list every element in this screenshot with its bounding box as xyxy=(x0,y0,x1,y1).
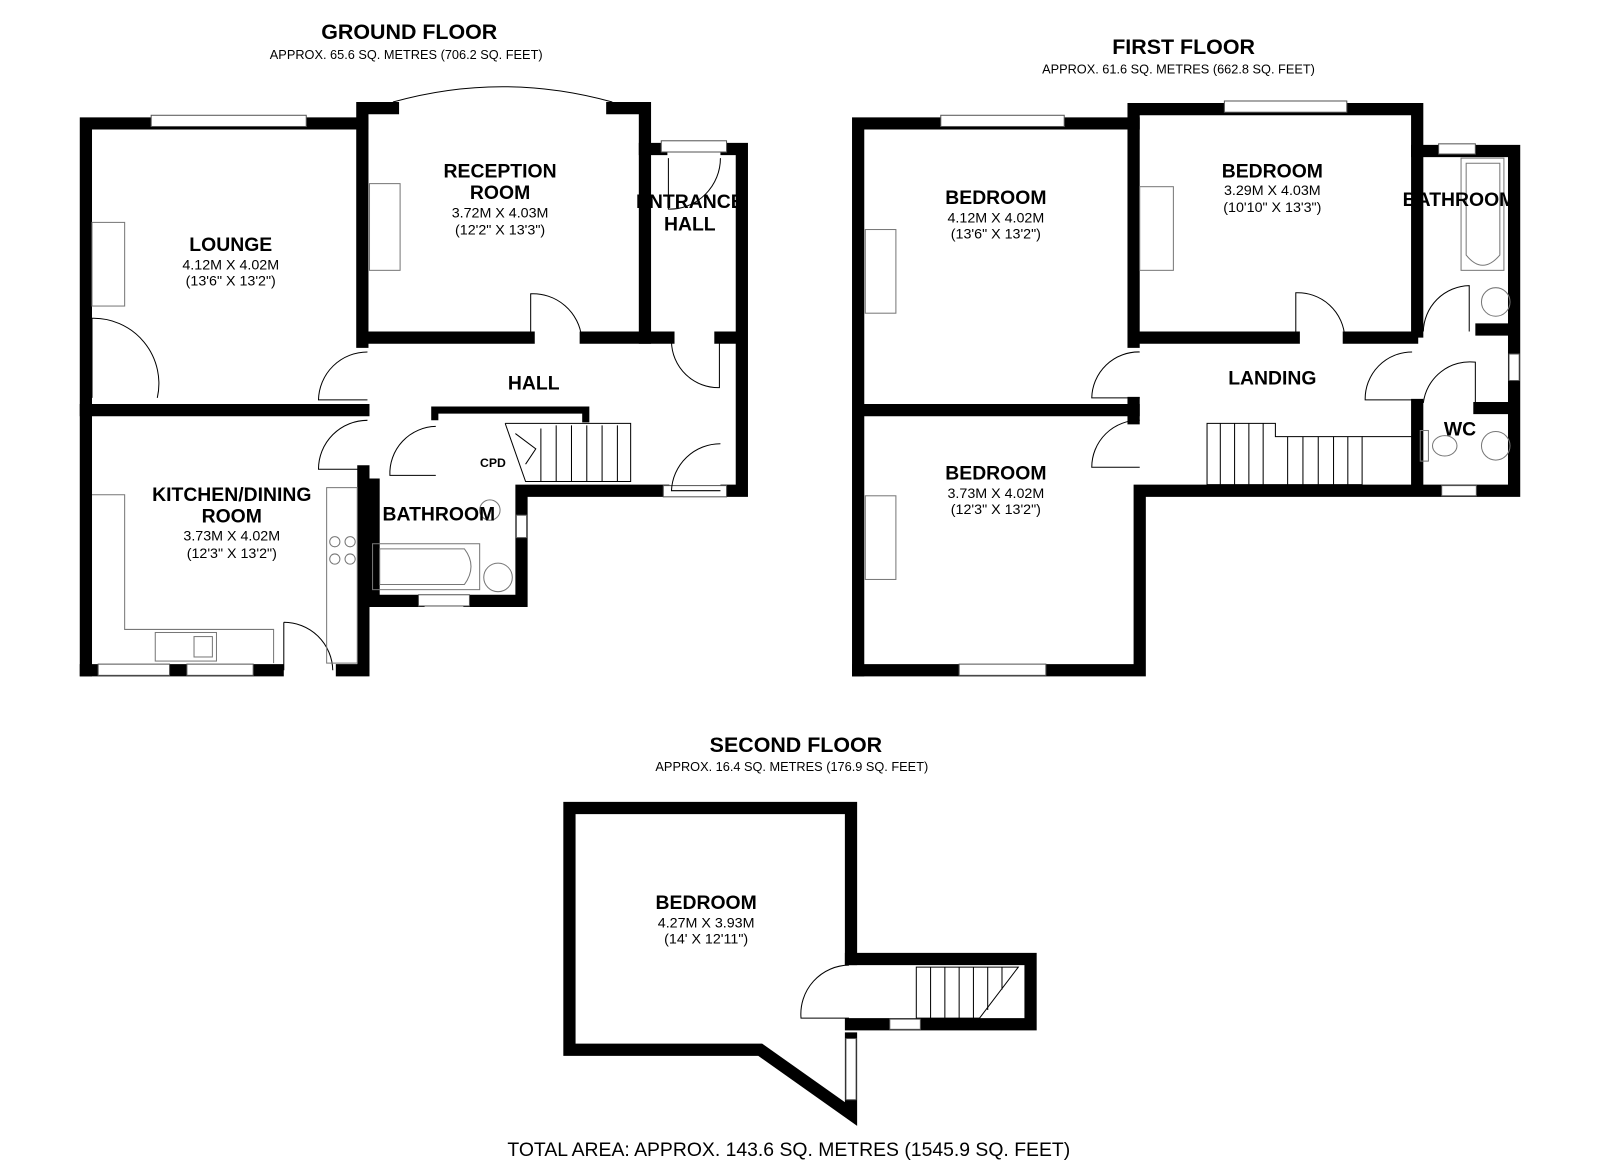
landing-label: LANDING xyxy=(1228,368,1316,390)
first-floor-title: FIRST FLOOR xyxy=(1112,35,1255,59)
first-floor-area: APPROX. 61.6 SQ. METRES (662.8 SQ. FEET) xyxy=(1042,61,1315,76)
window xyxy=(1438,143,1476,155)
lounge-metric: 4.12M X 4.02M xyxy=(182,257,279,273)
window xyxy=(97,663,171,676)
reception-imperial: (12'2" X 13'3") xyxy=(455,223,545,239)
window xyxy=(1441,485,1477,497)
window xyxy=(1223,100,1348,113)
kitchen-metric: 3.73M X 4.02M xyxy=(183,529,280,545)
stairs xyxy=(504,422,632,483)
second-bedroom-label: BEDROOM xyxy=(656,892,757,914)
stairs xyxy=(915,966,1020,1019)
doors xyxy=(1091,285,1476,468)
ground-floor-walls xyxy=(79,86,748,677)
ground-floor-area: APPROX. 65.6 SQ. METRES (706.2 SQ. FEET) xyxy=(270,47,543,62)
hall-label: HALL xyxy=(508,373,560,395)
bedroom2-imperial: (10'10" X 13'3") xyxy=(1223,200,1321,216)
window xyxy=(889,1018,921,1030)
bedroom2-label: BEDROOM xyxy=(1222,161,1323,183)
second-floor-area: APPROX. 16.4 SQ. METRES (176.9 SQ. FEET) xyxy=(655,759,928,774)
kitchen-label-2: ROOM xyxy=(202,505,262,527)
first-bathroom-label: BATHROOM xyxy=(1403,189,1516,211)
entrance-hall-label-1: ENTRANCE xyxy=(636,191,744,213)
cpd-label: CPD xyxy=(480,456,506,470)
bedroom3-metric: 3.73M X 4.02M xyxy=(947,486,1044,502)
stairs xyxy=(1206,422,1413,486)
second-bedroom-imperial: (14' X 12'11") xyxy=(664,932,748,948)
kitchen-imperial: (12'3" X 13'2") xyxy=(187,546,277,562)
ground-floor-title: GROUND FLOOR xyxy=(321,20,498,44)
reception-label-2: ROOM xyxy=(470,182,530,204)
fixtures xyxy=(91,183,513,664)
wc-label: WC xyxy=(1444,419,1476,441)
window xyxy=(515,514,528,539)
window xyxy=(940,114,1065,128)
window xyxy=(1508,353,1520,382)
entrance-hall-label-2: HALL xyxy=(664,214,716,236)
second-floor-walls xyxy=(563,801,858,1126)
bedroom1-label: BEDROOM xyxy=(945,187,1046,209)
window xyxy=(186,663,254,676)
total-area: TOTAL AREA: APPROX. 143.6 SQ. METRES (15… xyxy=(507,1139,1070,1161)
lounge-label: LOUNGE xyxy=(189,234,272,256)
bedroom1-metric: 4.12M X 4.02M xyxy=(947,210,1044,226)
doors xyxy=(91,158,721,671)
kitchen-label-1: KITCHEN/DINING xyxy=(152,484,311,506)
window xyxy=(958,663,1047,676)
lounge-imperial: (13'6" X 13'2") xyxy=(186,274,276,290)
second-floor-title: SECOND FLOOR xyxy=(710,733,883,757)
bedroom3-label: BEDROOM xyxy=(945,462,1046,484)
ground-floor-plan: GROUND FLOOR APPROX. 65.6 SQ. METRES (70… xyxy=(79,20,748,677)
window xyxy=(150,114,307,128)
bedroom3-imperial: (12'3" X 13'2") xyxy=(951,502,1041,518)
second-floor-plan: SECOND FLOOR APPROX. 16.4 SQ. METRES (17… xyxy=(563,733,1037,1126)
window xyxy=(417,594,470,607)
fixtures xyxy=(864,157,1511,580)
reception-metric: 3.72M X 4.03M xyxy=(452,205,549,221)
door xyxy=(800,964,849,1019)
bedroom1-imperial: (13'6" X 13'2") xyxy=(951,227,1041,243)
window xyxy=(660,140,728,153)
second-bedroom-metric: 4.27M X 3.93M xyxy=(658,915,755,931)
reception-label-1: RECEPTION xyxy=(444,161,557,183)
window xyxy=(845,1038,857,1101)
first-floor-plan: FIRST FLOOR APPROX. 61.6 SQ. METRES (662… xyxy=(852,35,1521,677)
bedroom2-metric: 3.29M X 4.03M xyxy=(1224,183,1321,199)
ground-bathroom-label: BATHROOM xyxy=(383,503,496,525)
